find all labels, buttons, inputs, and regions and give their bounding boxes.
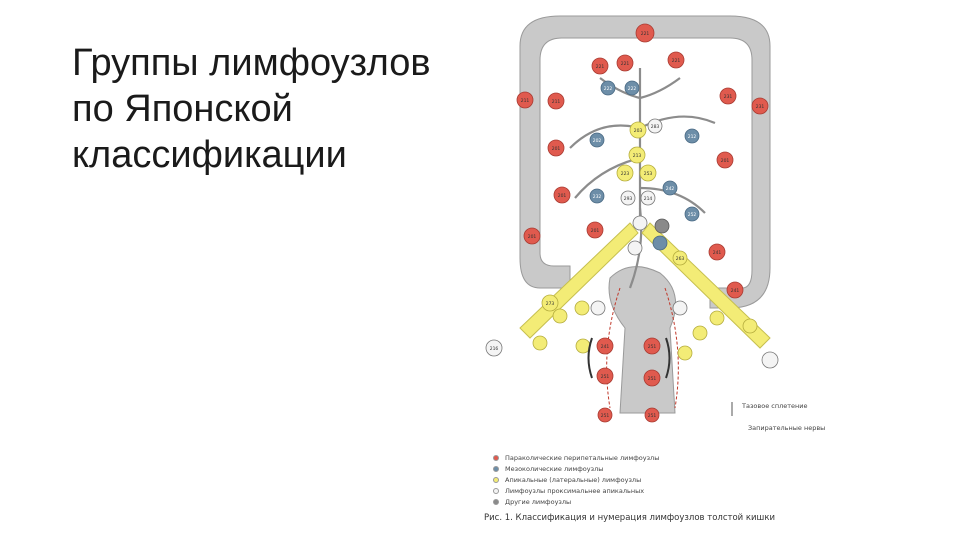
legend-label: Параколические перипетальные лимфоузлы [505,453,660,462]
node-label: 201 [721,158,730,164]
legend-dot [493,476,499,483]
legend-label: Другие лимфоузлы [505,497,572,506]
node-label: 252 [688,212,697,218]
node-label: 232 [593,194,602,200]
hypogastric-nerves-label: Запирательные нервы [748,424,826,432]
node-label: 251 [648,413,657,419]
legend-label: Мезоколические лимфоузлы [505,464,604,473]
node-label: 203 [634,128,643,134]
node-label: 273 [546,301,555,307]
node-label: 221 [621,61,630,67]
side-note-marks [731,402,733,416]
node-label: 223 [621,171,630,177]
node-label: 222 [604,86,613,92]
legend-dot [493,498,499,505]
node-label: 213 [633,153,642,159]
node-label: 231 [756,104,765,110]
rectum-brackets [587,337,671,379]
other-nodes [654,218,670,234]
figure-caption: Рис. 1. Классификация и нумерация лимфоу… [484,513,775,523]
node-label: 211 [521,98,530,104]
apical-nodes [532,121,758,361]
legend-dot [493,465,499,472]
node-label: 221 [672,58,681,64]
legend-item-other: Другие лимфоузлы [493,496,823,507]
node-label: 242 [666,186,675,192]
node-label: 201 [591,228,600,234]
node-label: 221 [641,31,650,37]
proximal-nodes [485,118,779,369]
node-label: 251 [648,344,657,350]
node-label: 241 [731,288,740,294]
node-label: 251 [601,374,610,380]
node-label: 201 [528,234,537,240]
node-label: 201 [558,193,567,199]
diagram-legend: Параколические перипетальные лимфоузлы М… [493,452,823,507]
node-label: 263 [676,256,685,262]
node-label: 283 [651,124,660,130]
node-label: 202 [593,138,602,144]
node-label: 221 [596,64,605,70]
legend-item-paracolic: Параколические перипетальные лимфоузлы [493,452,823,463]
legend-label: Лимфоузлы проксимальнее апикальных [505,486,645,495]
node-label: 293 [624,196,633,202]
legend-item-proximal: Лимфоузлы проксимальнее апикальных [493,485,823,496]
node-label: 211 [552,99,561,105]
paracolic-nodes [516,23,769,423]
lymph-node-diagram: 221 221 221 221 211 211 231 231 201 201 201 201 201 2… [485,15,779,423]
legend-label: Апикальные (латеральные) лимфоузлы [505,475,642,484]
node-label: 251 [648,376,657,382]
slide-title: Группы лимфоузлов по Японской классифика… [72,42,431,176]
colon-shape [519,15,771,309]
pelvic-plexus-label: Тазовое сплетение [742,402,808,410]
node-label: 241 [601,344,610,350]
node-label: 251 [601,413,610,419]
node-label: 216 [490,346,499,352]
node-label: 253 [644,171,653,177]
node-label: 222 [628,86,637,92]
node-label: 241 [713,250,722,256]
node-label: 231 [724,94,733,100]
legend-item-mesocolic: Мезоколические лимфоузлы [493,463,823,474]
legend-dot [493,454,499,461]
legend-dot [493,487,499,494]
legend-item-apical: Апикальные (латеральные) лимфоузлы [493,474,823,485]
mesocolic-nodes [589,80,700,251]
node-label: 201 [552,146,561,152]
node-label: 212 [688,134,697,140]
node-label: 214 [644,196,653,202]
